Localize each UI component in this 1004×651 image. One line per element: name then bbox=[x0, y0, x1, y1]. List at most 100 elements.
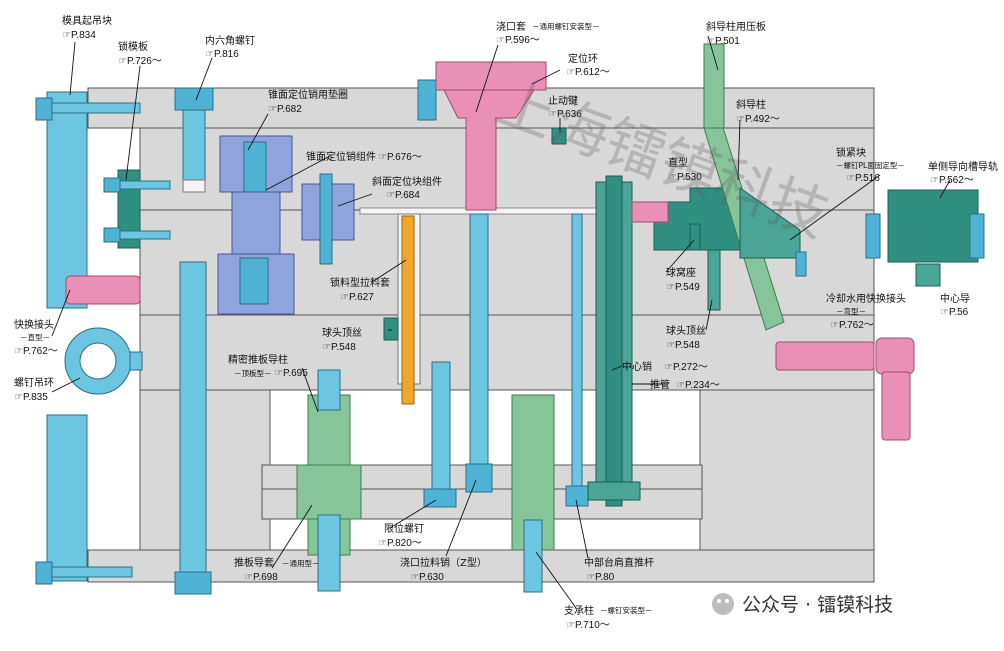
label-precision-guide-pin-sub: －顶板型－ bbox=[234, 368, 272, 378]
ref-shoulder-ejector: ☞P.80 bbox=[586, 572, 615, 583]
left-side-parts bbox=[35, 91, 171, 585]
ejector-guide-bush bbox=[296, 464, 362, 520]
ref-straight-type: ☞P.530 bbox=[668, 172, 702, 183]
label-precision-guide-pin: 精密推板导柱 bbox=[228, 353, 288, 366]
ball-socket bbox=[689, 223, 701, 251]
label-quick-coupler-sub: －直型－ bbox=[20, 332, 50, 342]
ref-precision-guide-pin: ☞P.695 bbox=[274, 368, 308, 379]
cooling-coupler-elbow bbox=[875, 337, 915, 375]
label-center-guide: 中心导 bbox=[940, 292, 970, 305]
ref-support-pillar: ☞P.710～ bbox=[566, 620, 610, 631]
label-side-guide-rail: 单侧导向槽导轨 bbox=[928, 160, 998, 173]
ref-mold-lift-block: ☞P.834 bbox=[62, 30, 96, 41]
label-quick-coupler: 快换接头 bbox=[14, 318, 54, 331]
lift-block-bolt bbox=[51, 102, 141, 114]
label-sprue-puller: 浇口拉料销（Z型） bbox=[400, 556, 487, 569]
ref-angle-pin: ☞P.492～ bbox=[736, 114, 780, 125]
wechat-icon-eye-right bbox=[725, 599, 729, 603]
label-stop-key: 止动键 bbox=[548, 94, 578, 107]
label-mold-lift-block: 模具起吊块 bbox=[62, 15, 112, 27]
taper-pin-bolt bbox=[243, 141, 267, 193]
label-taper-pin-set: 锥面定位销组件 bbox=[306, 150, 376, 163]
taper-pin-bolt-lower bbox=[239, 257, 269, 305]
ref-sloped-locator-set: ☞P.684 bbox=[386, 190, 420, 201]
shoulder-ejector-pin bbox=[571, 213, 583, 495]
slide-core-tip bbox=[631, 201, 669, 223]
cooling-coupler-body bbox=[775, 341, 875, 371]
stop-bolt bbox=[431, 361, 451, 493]
ref-side-guide-rail: ☞P.562～ bbox=[930, 175, 974, 186]
label-sloped-locator-set: 斜面定位块组件 bbox=[372, 175, 442, 188]
label-sprue-bush: 浇口套 bbox=[496, 20, 526, 33]
guide-pillar-base bbox=[174, 571, 212, 595]
footer-account: 公众号 · 镭镆科技 bbox=[742, 594, 893, 616]
side-guide-screw-left bbox=[865, 213, 881, 259]
ref-center-guide: ☞P.56 bbox=[940, 307, 969, 318]
ref-angle-pin-clamp: ☞P.501 bbox=[706, 36, 740, 47]
label-locking-block-sub: －螺钉PL面固定型－ bbox=[836, 160, 905, 170]
ref-puller-bush: ☞P.627 bbox=[340, 292, 374, 303]
sprue-puller-pin bbox=[469, 213, 489, 465]
support-pillar-screw bbox=[523, 519, 543, 593]
side-guide-rail-block bbox=[887, 189, 979, 263]
label-locking-block: 锁紧块 bbox=[836, 146, 866, 159]
ref-stop-bolt: ☞P.820～ bbox=[378, 538, 422, 549]
label-center-pin: 中心销 bbox=[622, 360, 652, 373]
lower-lift-bolt bbox=[51, 566, 133, 578]
center-pin bbox=[605, 175, 623, 507]
label-angle-pin: 斜导柱 bbox=[736, 98, 766, 111]
sloped-locator-screw bbox=[319, 173, 333, 265]
ref-ejector-guide-bush: ☞P.698 bbox=[244, 572, 278, 583]
guide-pillar-long bbox=[179, 261, 207, 573]
quick-coupler-straight bbox=[65, 275, 141, 305]
lower-lift-bolt-head bbox=[35, 561, 53, 585]
label-locating-ring: 定位环 bbox=[568, 52, 598, 65]
label-hex-socket-screw: 内六角螺钉 bbox=[205, 34, 255, 47]
label-angle-pin-clamp: 斜导柱用压板 bbox=[706, 20, 766, 33]
cooling-coupler-outlet bbox=[881, 371, 911, 441]
label-ejector-sleeve: 推管 bbox=[650, 378, 670, 391]
ball-plunger-left bbox=[383, 317, 399, 341]
label-puller-bush: 锁料型拉料套 bbox=[330, 276, 390, 289]
locating-ring-screw bbox=[417, 79, 437, 121]
label-ejector-guide-bush-sub: －通用型－ bbox=[282, 558, 320, 568]
ref-quick-coupler: ☞P.762～ bbox=[14, 346, 58, 357]
lock-plate-screw-head-top bbox=[103, 177, 121, 193]
locking-block-screw bbox=[795, 251, 807, 277]
label-stop-bolt: 限位螺钉 bbox=[384, 522, 424, 535]
label-ejector-guide-bush: 推板导套 bbox=[234, 556, 274, 569]
side-guide-screw-right bbox=[969, 213, 985, 259]
stop-key bbox=[551, 127, 567, 145]
footer-brand: 公众号 · 镭镆科技 bbox=[712, 593, 893, 616]
label-sprue-bush-sub: －通用螺钉安装型－ bbox=[532, 21, 600, 31]
ref-center-pin: ☞P.272～ bbox=[664, 362, 708, 373]
eye-bolt-thread bbox=[129, 351, 143, 371]
support-plate bbox=[139, 314, 875, 391]
sprue-puller-head bbox=[465, 463, 493, 493]
label-straight-type: 直型 bbox=[668, 156, 688, 169]
lock-plate-screw-bottom bbox=[119, 230, 171, 240]
lock-plate-screw-head-bottom bbox=[103, 227, 121, 243]
hex-socket-screw-shank bbox=[182, 109, 206, 181]
ref-ball-plunger-right: ☞P.548 bbox=[666, 340, 700, 351]
hex-socket-screw-hole bbox=[182, 179, 206, 193]
taper-pin-body bbox=[231, 191, 281, 255]
mold-lift-block bbox=[46, 91, 88, 309]
ref-ball-plunger-left: ☞P.548 bbox=[322, 342, 356, 353]
ref-cooling-coupler: ☞P.762～ bbox=[830, 320, 874, 331]
label-eye-bolt: 螺钉吊环 bbox=[14, 377, 54, 389]
hex-socket-screw-head bbox=[174, 87, 214, 111]
ref-eye-bolt: ☞P.835 bbox=[14, 392, 48, 403]
ball-plunger-right bbox=[707, 249, 721, 311]
angle-pin-clamp bbox=[703, 43, 725, 129]
spacer-block-right bbox=[699, 389, 875, 551]
ref-sprue-puller: ☞P.630 bbox=[410, 572, 444, 583]
label-taper-pin-spacer: 锥面定位销用垫圈 bbox=[268, 88, 348, 101]
label-mold-lock-plate: 锁模板 bbox=[118, 40, 148, 53]
puller-bush bbox=[401, 215, 415, 405]
ref-ball-socket: ☞P.549 bbox=[666, 282, 700, 293]
guide-pin-screw-bottom bbox=[317, 514, 341, 592]
ref-ejector-sleeve: ☞P.234～ bbox=[676, 380, 720, 391]
